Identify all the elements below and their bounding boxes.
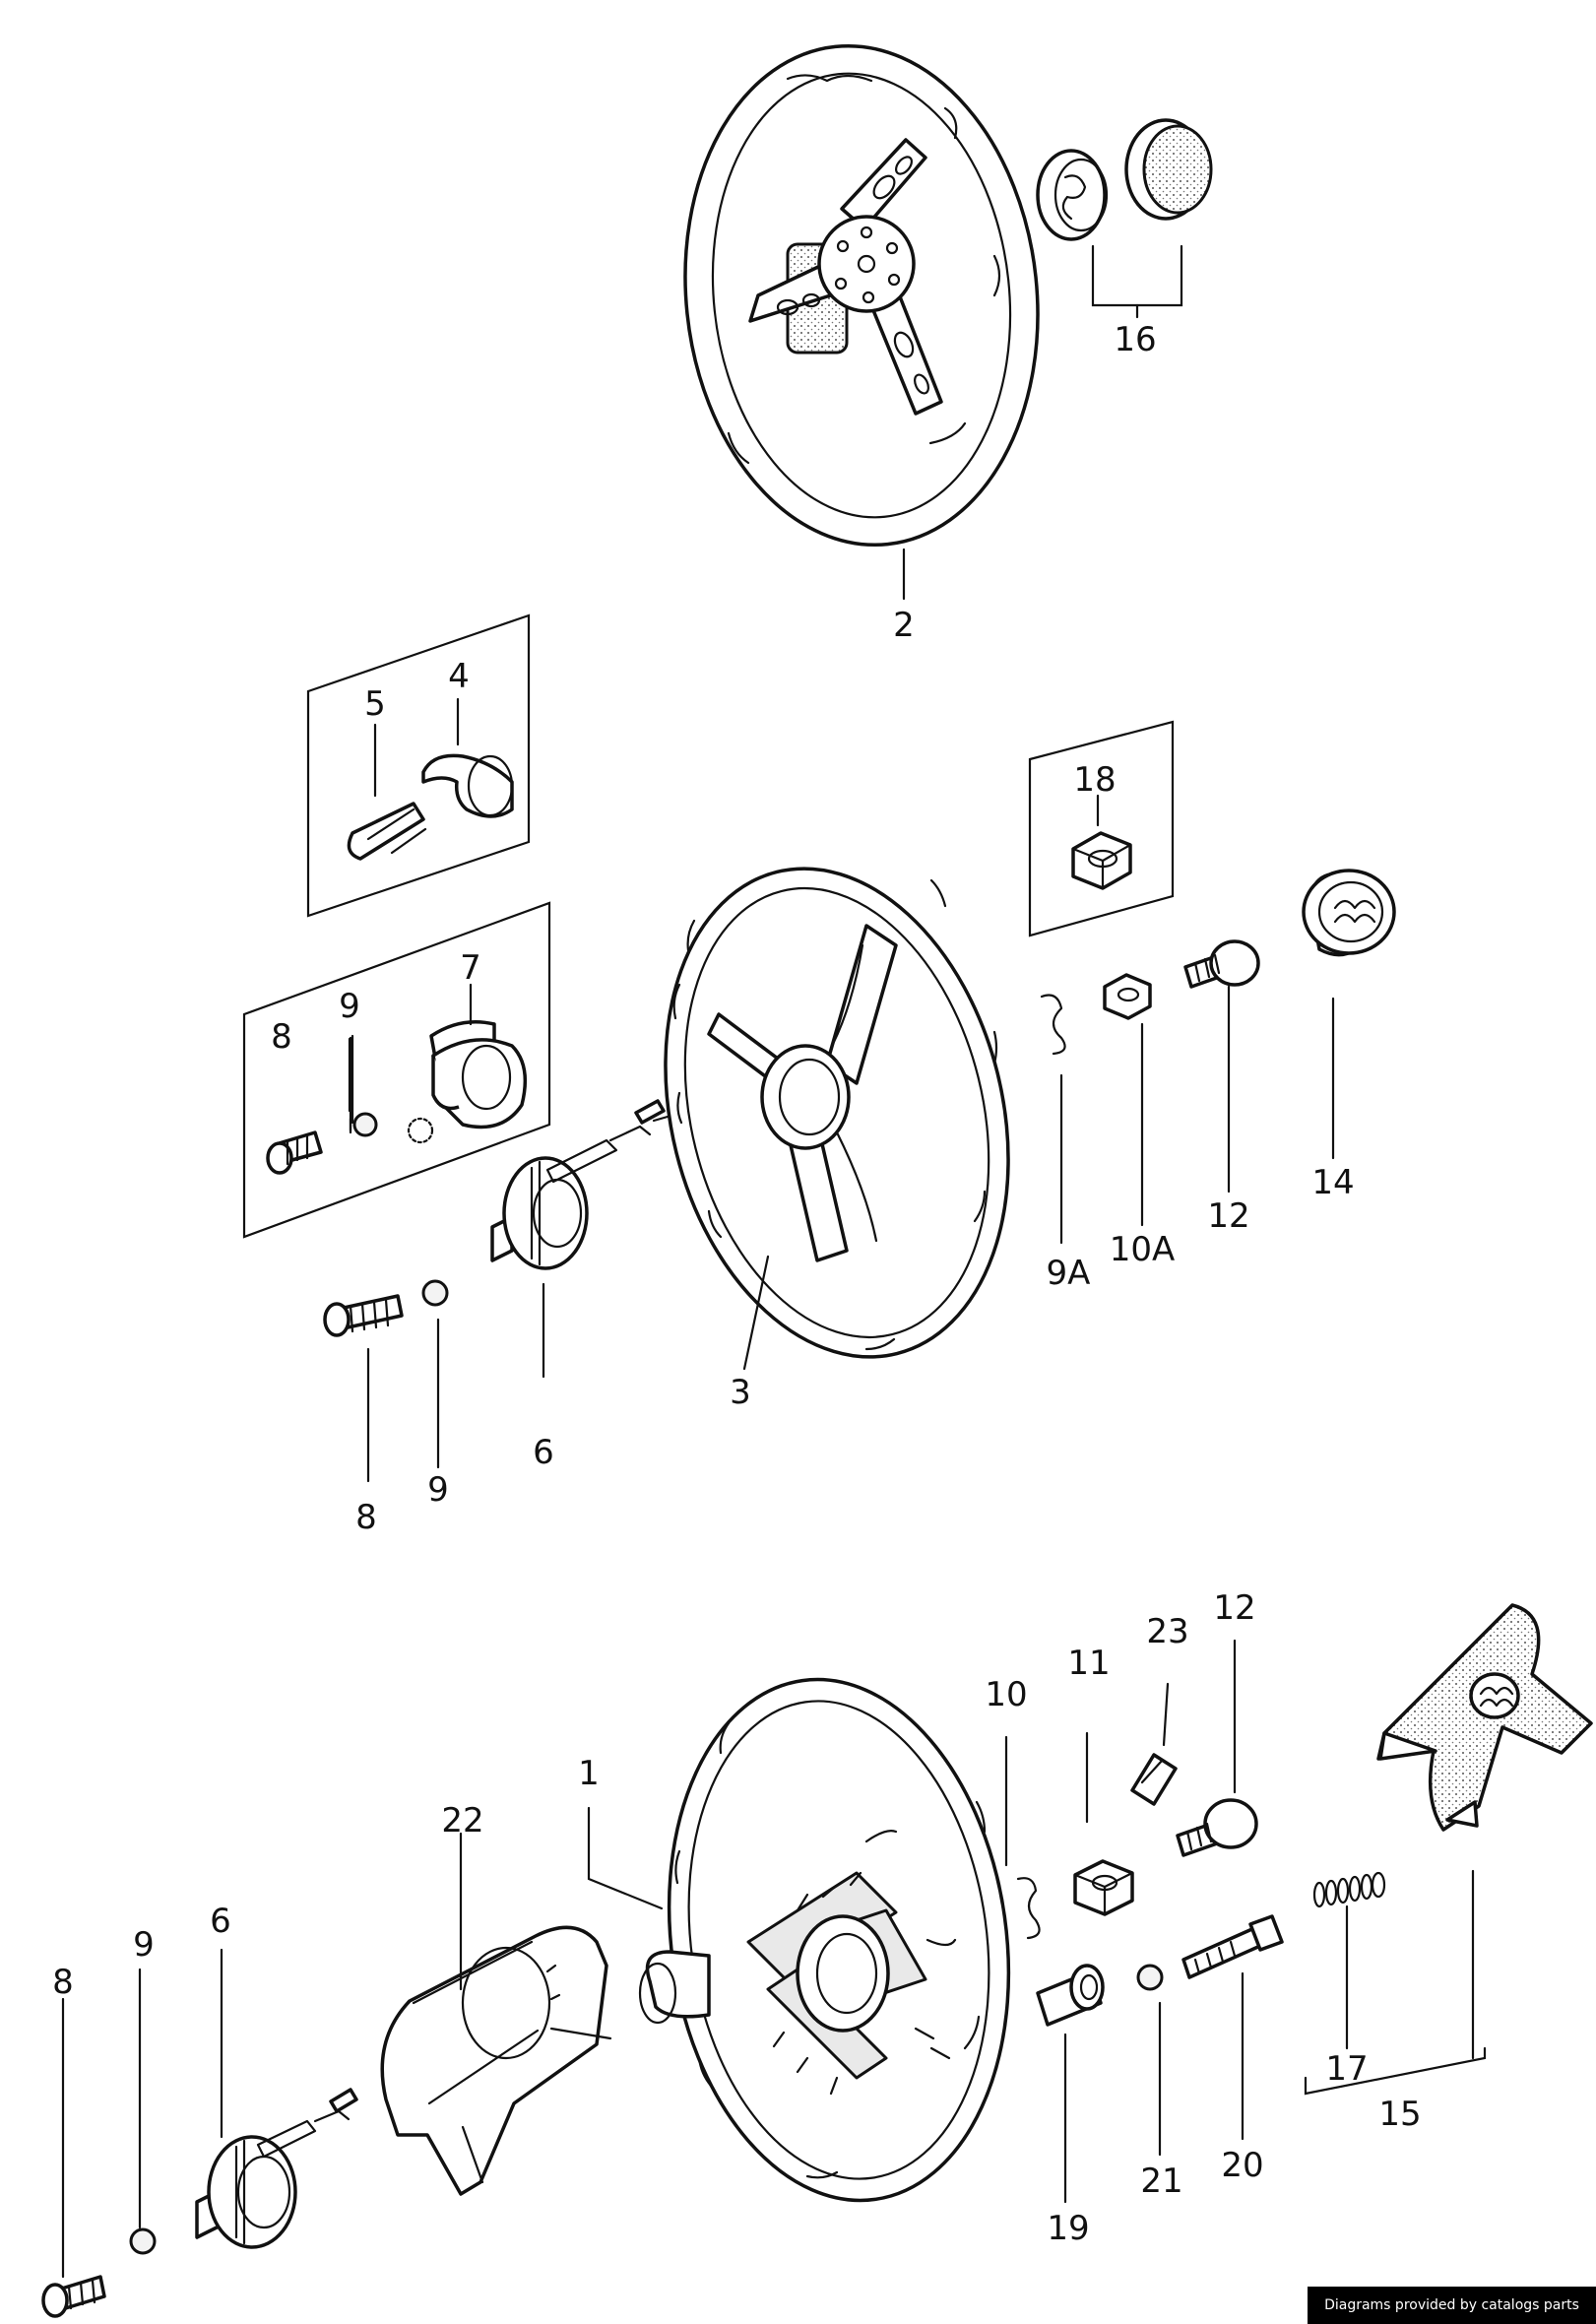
callout-8-middle: 8: [355, 1498, 377, 1537]
callout-15: 15: [1378, 2095, 1421, 2134]
callout-16: 16: [1114, 320, 1156, 359]
bracket-15: [1304, 2046, 1487, 2096]
callout-3: 3: [730, 1373, 751, 1412]
standard-steering-wheel: [664, 867, 1010, 1359]
leader-3: [742, 1255, 770, 1371]
horn-screw-middle: [1183, 939, 1260, 1194]
callout-4: 4: [448, 657, 470, 696]
hub-cover-22: [380, 1832, 612, 2196]
kit-box-upper: [306, 613, 531, 918]
callout-6-bottom: 6: [210, 1902, 231, 1941]
callout-10: 10: [985, 1675, 1027, 1714]
spring-17: [1312, 1871, 1386, 2050]
callout-5: 5: [364, 684, 386, 724]
lock-washer-9A: [1040, 994, 1066, 1245]
callout-9A: 9A: [1047, 1254, 1091, 1293]
callout-22: 22: [441, 1801, 483, 1840]
callout-8-box: 8: [271, 1017, 292, 1057]
deluxe-steering-wheel: [638, 1677, 1011, 2203]
callout-9-bottom: 9: [133, 1925, 155, 1965]
callout-7: 7: [460, 948, 481, 988]
nut-box: [1028, 720, 1175, 937]
lock-washer-10: [1004, 1735, 1041, 1940]
screw-and-washer-middle: [323, 1279, 449, 1483]
callout-18: 18: [1073, 760, 1116, 800]
spacer-19: [1036, 1964, 1105, 2204]
callout-23: 23: [1146, 1612, 1188, 1651]
bolt-20: [1181, 1914, 1284, 2141]
kit-box-lower-fasteners: [266, 1112, 434, 1175]
nut-11: [1073, 1731, 1134, 1916]
callout-1: 1: [578, 1754, 600, 1793]
horn-pad-15: [1376, 1603, 1593, 2060]
callout-9-box: 9: [339, 987, 360, 1026]
callout-10A: 10A: [1110, 1230, 1176, 1269]
horn-ring-and-button: [1036, 118, 1213, 319]
callout-11: 11: [1067, 1644, 1110, 1683]
callout-9-middle: 9: [427, 1470, 449, 1510]
washer-21: [1136, 1964, 1164, 2157]
leader-1: [587, 1806, 664, 1910]
horn-button-middle: [1302, 869, 1396, 1160]
clip-23: [1130, 1682, 1178, 1806]
callout-6-middle: 6: [533, 1433, 554, 1472]
callout-21: 21: [1140, 2162, 1182, 2201]
callout-19: 19: [1047, 2209, 1089, 2248]
callout-8-bottom: 8: [52, 1963, 74, 2002]
callout-17: 17: [1325, 2049, 1368, 2089]
nut-10A: [1103, 973, 1152, 1227]
callout-2: 2: [893, 606, 915, 645]
screw-and-washer-bottom: [41, 1968, 157, 2318]
horn-screw-bottom: [1176, 1639, 1258, 1857]
diagram-credit: Diagrams provided by catalogs parts: [1308, 2287, 1596, 2324]
callout-12-bottom: 12: [1213, 1588, 1255, 1628]
callout-20: 20: [1221, 2146, 1263, 2185]
kit-box-lower: [242, 901, 551, 1239]
callout-12-middle: 12: [1207, 1196, 1249, 1236]
hub-adapter-middle: [490, 1099, 670, 1379]
hub-adapter-bottom: [195, 1948, 358, 2249]
callout-labels: 16 2 5 4 18 7 8 9 14 12 10A 9A 3 6 9 8 1…: [52, 320, 1421, 2248]
sport-steering-wheel: [683, 43, 1040, 548]
callout-14: 14: [1311, 1163, 1354, 1202]
